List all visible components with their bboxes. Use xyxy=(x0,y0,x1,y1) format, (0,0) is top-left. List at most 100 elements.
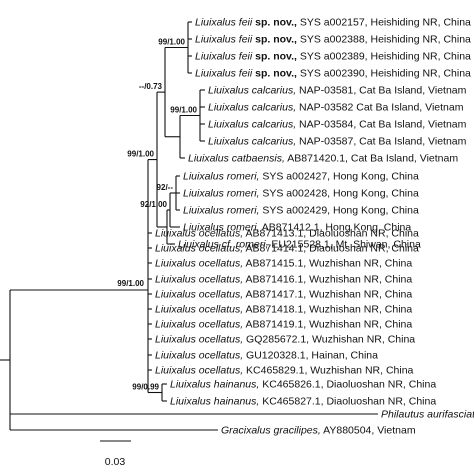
tip-taxon: Liuixalus xyxy=(208,85,252,97)
tip-label: Liuixalus ocellatus, AB871415.1, Wuzhish… xyxy=(155,258,412,270)
tip-label: Liuixalus calcarius, NAP-03581, Cat Ba I… xyxy=(208,85,467,97)
tip-taxon: Liuixalus xyxy=(195,34,239,46)
tip-taxon: Liuixalus xyxy=(178,239,222,251)
tip-voucher: NAP-03582 Cat Ba Island, Vietnam xyxy=(296,102,464,114)
tip-label: Liuixalus ocellatus, KC465829.1, Wuzhish… xyxy=(155,365,414,377)
tip-epithet: romeri, xyxy=(227,188,260,200)
tip-voucher: AB871417.1, Wuzhishan NR, China xyxy=(243,289,412,301)
tip-voucher: GU120328.1, Hainan, China xyxy=(243,350,378,362)
tip-epithet: calcarius, xyxy=(252,85,296,97)
support-value: 99/1.00 xyxy=(127,150,154,159)
tip-taxon: Liuixalus xyxy=(155,350,199,362)
tip-voucher: EU215528.1, Mt. Shiwan, China xyxy=(268,239,420,251)
tip-voucher: KC465827.1, Diaoluoshan NR, China xyxy=(259,396,436,408)
tip-taxon: Liuixalus xyxy=(155,289,199,301)
tip-epithet: ocellatus, xyxy=(199,304,243,316)
tip-voucher: AB871419.1, Wuzhishan NR, China xyxy=(243,319,412,331)
tip-voucher: GQ285672.1, Wuzhishan NR, China xyxy=(243,334,415,346)
tip-epithet: feii xyxy=(239,68,253,80)
tip-epithet: hainanus, xyxy=(214,396,260,408)
tip-label: Liuixalus romeri, SYS a002427, Hong Kong… xyxy=(183,171,419,183)
tip-taxon: Liuixalus xyxy=(208,102,252,114)
tip-voucher: AB871416.1, Wuzhishan NR, China xyxy=(243,274,412,286)
support-values: 99/1.00 --/0.73 99/1.00 99/1.00 92/-- 92/1.00… xyxy=(117,38,197,392)
tip-epithet: calcarius, xyxy=(252,102,296,114)
tip-taxon: Liuixalus xyxy=(170,379,214,391)
tip-epithet: feii xyxy=(239,51,253,63)
tip-voucher: AB871415.1, Wuzhishan NR, China xyxy=(243,258,412,270)
tip-label: Liuixalus feii sp. nov., SYS a002157, He… xyxy=(195,17,471,29)
tip-epithet: ocellatus, xyxy=(199,289,243,301)
tip-epithet: calcarius, xyxy=(252,119,296,131)
tip-epithet: ocellatus, xyxy=(199,243,243,255)
tip-taxon: Liuixalus xyxy=(183,222,227,234)
tip-voucher: SYS a002428, Hong Kong, China xyxy=(259,188,419,200)
tip-label: Liuixalus ocellatus, GU120328.1, Hainan,… xyxy=(155,350,378,362)
tip-voucher: AB871413.1, Diaoluoshan NR, China xyxy=(243,228,419,240)
tip-label: Philautus aurifasciatus, AY141850, I xyxy=(381,409,474,421)
tip-taxon: Liuixalus xyxy=(155,258,199,270)
tip-label: Liuixalus ocellatus, AB871417.1, Wuzhish… xyxy=(155,289,412,301)
tip-voucher: KC465829.1, Wuzhishan NR, China xyxy=(243,365,413,377)
tip-voucher: SYS a002427, Hong Kong, China xyxy=(259,171,419,183)
tip-nov: sp. nov., xyxy=(252,51,297,63)
tip-taxon: Liuixalus xyxy=(155,304,199,316)
tip-label: Liuixalus calcarius, NAP-03582 Cat Ba Is… xyxy=(208,102,464,114)
tip-label: Liuixalus feii sp. nov., SYS a002389, He… xyxy=(195,51,471,63)
support-value: --/0.73 xyxy=(139,82,163,91)
tip-epithet: feii xyxy=(239,34,253,46)
tip-epithet: ocellatus, xyxy=(199,228,243,240)
support-value: 99/1.00 xyxy=(117,279,144,288)
support-value: 92/1.00 xyxy=(140,200,167,209)
tip-taxon: Liuixalus xyxy=(208,119,252,131)
tip-taxon: Liuixalus xyxy=(155,243,199,255)
support-value: 99/1.00 xyxy=(158,38,185,47)
tip-label: Liuixalus ocellatus, AB871414.1, Diaoluo… xyxy=(155,243,419,255)
tip-voucher: AB871412.1, Hong Kong, China xyxy=(259,222,411,234)
tip-epithet: cf. romeri, xyxy=(222,239,269,251)
tip-label: Liuixalus ocellatus, AB871416.1, Wuzhish… xyxy=(155,274,412,286)
tip-voucher: AY880504, Vietnam xyxy=(321,425,416,437)
tip-label: Liuixalus cf. romeri, EU215528.1, Mt. Sh… xyxy=(178,239,421,251)
support-value: 99/0.99 xyxy=(132,383,159,392)
tip-taxon: Liuixalus xyxy=(208,136,252,148)
tip-voucher: NAP-03584, Cat Ba Island, Vietnam xyxy=(296,119,466,131)
tip-label: Liuixalus hainanus, KC465826.1, Diaoluos… xyxy=(170,379,436,391)
tip-epithet: catbaensis, xyxy=(232,153,285,165)
tip-label: Liuixalus calcarius, NAP-03584, Cat Ba I… xyxy=(208,119,467,131)
tip-epithet: romeri, xyxy=(227,171,260,183)
tip-label: Liuixalus catbaensis, AB871420.1, Cat Ba… xyxy=(188,153,458,165)
support-value: 92/-- xyxy=(157,183,174,192)
scale-bar: 0.03 xyxy=(100,440,131,468)
tip-label: Liuixalus ocellatus, AB871418.1, Wuzhish… xyxy=(155,304,412,316)
tip-voucher: NAP-03587, Cat Ba Island, Vietnam xyxy=(296,136,466,148)
tip-epithet: ocellatus, xyxy=(199,319,243,331)
tip-taxon: Liuixalus xyxy=(155,365,199,377)
tip-taxon: Liuixalus xyxy=(183,205,227,217)
tip-epithet: romeri, xyxy=(227,222,260,234)
tip-epithet: ocellatus, xyxy=(199,258,243,270)
tip-taxon: Liuixalus xyxy=(195,17,239,29)
tip-voucher: SYS a002429, Hong Kong, China xyxy=(259,205,419,217)
tip-voucher: KC465826.1, Diaoluoshan NR, China xyxy=(259,379,436,391)
tip-label: Liuixalus ocellatus, AB871413.1, Diaoluo… xyxy=(155,228,419,240)
tip-taxon: Liuixalus xyxy=(195,51,239,63)
support-value: 99/1.00 xyxy=(170,106,197,115)
tip-nov: sp. nov., xyxy=(252,34,297,46)
tip-epithet: ocellatus, xyxy=(199,274,243,286)
tip-nov: sp. nov., xyxy=(252,68,297,80)
tip-label: Liuixalus romeri, SYS a002428, Hong Kong… xyxy=(183,188,419,200)
tip-label: Liuixalus ocellatus, GQ285672.1, Wuzhish… xyxy=(155,334,415,346)
tip-epithet: ocellatus, xyxy=(199,334,243,346)
tip-label: Liuixalus calcarius, NAP-03587, Cat Ba I… xyxy=(208,136,467,148)
tip-voucher: SYS a002390, Heishiding NR, China xyxy=(297,68,471,80)
tip-taxon: Liuixalus xyxy=(155,319,199,331)
tip-taxon: Liuixalus xyxy=(170,396,214,408)
tip-taxon: Liuixalus xyxy=(155,274,199,286)
tip-nov: sp. nov., xyxy=(252,17,297,29)
tip-taxon: Philautus xyxy=(381,409,427,421)
scale-bar-label: 0.03 xyxy=(105,456,126,468)
tip-voucher: NAP-03581, Cat Ba Island, Vietnam xyxy=(296,85,466,97)
tip-voucher: SYS a002157, Heishiding NR, China xyxy=(297,17,471,29)
